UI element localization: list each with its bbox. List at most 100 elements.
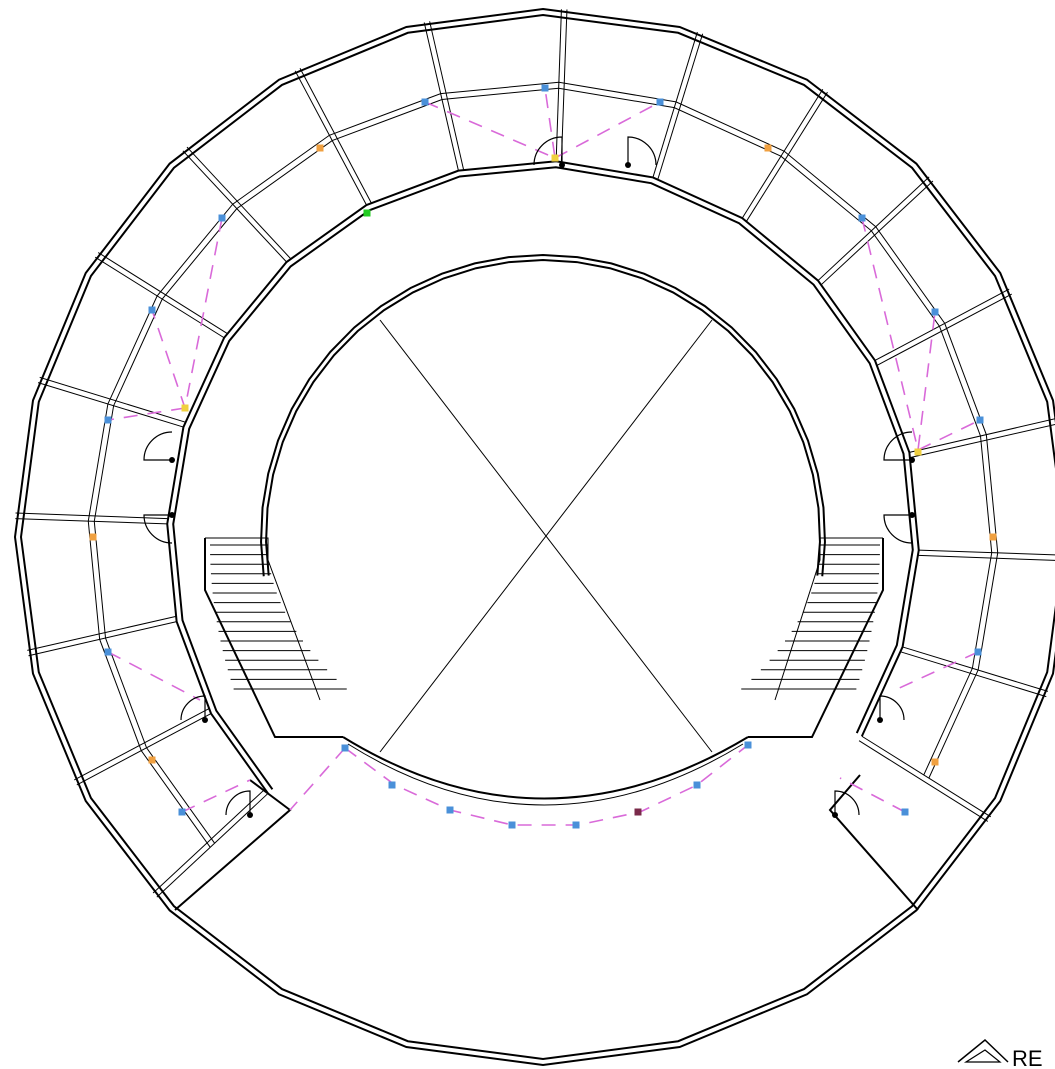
device-marker <box>931 308 939 316</box>
device-marker <box>989 533 997 541</box>
device-marker <box>218 214 226 222</box>
partition-wall <box>429 21 465 170</box>
partition-wall <box>182 150 287 263</box>
device-marker <box>148 756 156 764</box>
wiring-run <box>181 779 251 813</box>
door-hinge <box>909 457 915 463</box>
outer-wall-1 <box>13 7 1055 1067</box>
wiring-run <box>289 747 346 811</box>
wiring-run <box>107 407 186 421</box>
device-marker <box>914 448 922 456</box>
device-marker <box>89 533 97 541</box>
partition-wall <box>652 31 698 178</box>
partition-wall <box>156 793 269 898</box>
device-marker <box>388 781 396 789</box>
device-marker <box>316 144 324 152</box>
partition-wall <box>918 549 1055 556</box>
device-marker <box>656 98 664 106</box>
door-hinge <box>169 512 175 518</box>
partition-wall <box>294 70 367 206</box>
corridor-wall-1 <box>166 160 920 795</box>
device-marker <box>931 758 939 766</box>
partition-wall <box>73 708 209 781</box>
partition-wall <box>15 512 168 520</box>
partition-wall <box>27 615 176 651</box>
door-hinge <box>559 162 565 168</box>
partition-wall <box>858 740 989 822</box>
core-wall-1 <box>260 253 826 577</box>
device-marker <box>551 154 559 162</box>
partition-wall <box>97 252 228 334</box>
wiring-run <box>917 419 981 451</box>
wiring-run <box>554 101 661 159</box>
center-cross-lines <box>379 319 713 753</box>
device-marker <box>104 648 112 656</box>
left-landing-wall <box>204 538 343 738</box>
wiring-run <box>861 217 936 451</box>
partition-wall <box>299 67 372 203</box>
device-marker <box>104 416 112 424</box>
wiring-run <box>344 744 749 826</box>
ring-mid-wall-1 <box>87 81 999 848</box>
lobby-left-wall <box>174 779 292 911</box>
partition-wall <box>76 713 212 786</box>
view-marker-icon: RE <box>957 1039 1043 1069</box>
stair-stringer-left <box>205 537 321 701</box>
partition-wall <box>657 33 704 180</box>
device-marker <box>974 648 982 656</box>
core-bottom-wall <box>342 736 749 800</box>
partition-wall <box>817 176 930 281</box>
door-swing-icon <box>834 790 860 816</box>
devices <box>89 84 997 829</box>
partition-wall <box>741 88 824 219</box>
wiring-run <box>839 777 906 813</box>
door-hinge <box>832 812 838 818</box>
device-marker <box>693 781 701 789</box>
door-swing-icon <box>180 695 206 721</box>
outer-wall-2 <box>19 13 1055 1061</box>
door-swing-icon <box>533 136 563 166</box>
door-swing-icon <box>225 790 251 816</box>
partition-wall <box>423 22 459 171</box>
door-hinge <box>247 812 253 818</box>
core-wall-2 <box>265 258 821 576</box>
partition-wall <box>39 376 186 423</box>
device-marker <box>572 821 580 829</box>
device-marker <box>341 744 349 752</box>
partition-wall <box>902 646 1049 692</box>
door-swing-icon <box>883 514 913 544</box>
door-swing-icon <box>143 431 173 461</box>
door-swing-icon <box>883 431 913 461</box>
door-hinge <box>877 717 883 723</box>
device-marker <box>446 806 454 814</box>
device-marker <box>634 808 642 816</box>
device-marker <box>421 98 429 106</box>
wiring-run <box>894 651 979 691</box>
walls <box>13 7 1055 1067</box>
partition-wall <box>861 735 992 818</box>
core-bottom-wall-inner <box>347 743 744 806</box>
partition-wall <box>910 423 1055 459</box>
partition-wall <box>746 91 828 222</box>
lobby-right-wall <box>828 774 919 911</box>
device-marker <box>541 84 549 92</box>
partition-wall <box>909 418 1055 453</box>
partition-wall <box>821 180 934 285</box>
device-marker <box>764 144 772 152</box>
partition-wall <box>877 293 1013 366</box>
partition-wall <box>152 789 265 894</box>
door-hinge <box>625 162 631 168</box>
device-marker <box>148 306 156 314</box>
device-marker <box>901 808 909 816</box>
door-swing-icon <box>143 514 173 544</box>
partition-wall <box>560 9 568 162</box>
partition-wall <box>900 651 1047 698</box>
ring-mid-wall-2 <box>93 87 993 844</box>
partition-wall <box>874 288 1010 361</box>
corridor-wall-2 <box>172 166 914 790</box>
doors <box>143 136 915 818</box>
partition-wall <box>15 518 168 525</box>
door-hinge <box>169 457 175 463</box>
partition-wall <box>37 382 184 428</box>
